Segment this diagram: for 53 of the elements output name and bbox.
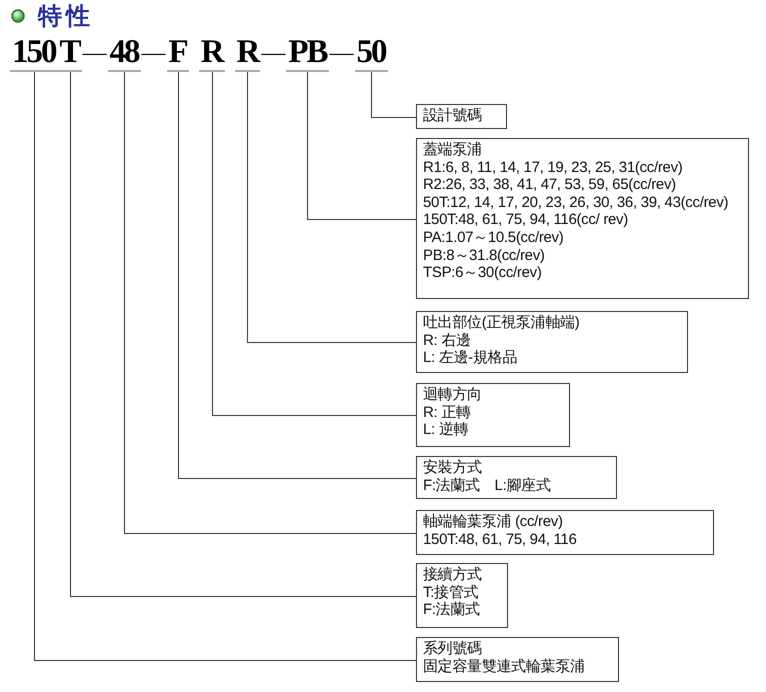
- box-heading: 軸端輪葉泵浦 (cc/rev): [423, 513, 563, 531]
- connector-line: [70, 72, 416, 597]
- spec-box: [416, 383, 570, 447]
- option-line: R: 正轉: [423, 404, 471, 422]
- option-line: F:法蘭式 L:腳座式: [423, 476, 551, 494]
- connector-line: [34, 72, 416, 661]
- option-line: R1:6, 8, 11, 14, 17, 19, 23, 25, 31(cc/rev): [423, 158, 682, 176]
- option-line: 固定容量雙連式輪葉泵浦: [423, 658, 585, 676]
- code-segment: R: [234, 36, 260, 72]
- option-line: R: 右邊: [423, 332, 471, 350]
- option-line: PA:1.07～10.5(cc/rev): [423, 228, 564, 247]
- spec-box: [416, 311, 688, 373]
- connector-line: [124, 72, 416, 534]
- box-heading: 系列號碼: [423, 640, 482, 658]
- box-heading: 設計號碼: [423, 107, 482, 125]
- title: 特性: [38, 3, 94, 31]
- connector-line: [371, 72, 416, 118]
- connector-line: [307, 72, 416, 220]
- option-line: PB:8～31.8(cc/rev): [423, 246, 545, 264]
- option-line: F:法蘭式: [423, 601, 480, 619]
- connector-line: [247, 72, 416, 343]
- option-line: 50T:12, 14, 17, 20, 23, 26, 30, 36, 39, 43(cc/rev): [423, 194, 728, 212]
- code-segment: R: [198, 36, 225, 72]
- code-segment: T: [58, 36, 82, 72]
- option-line: T:接管式: [423, 584, 478, 602]
- separator-dash: —: [82, 39, 108, 68]
- box-heading: 迴轉方向: [423, 386, 482, 404]
- connector-line: [178, 72, 416, 479]
- separator-dash: —: [328, 39, 355, 68]
- spec-box: [416, 510, 714, 555]
- box-heading: 吐出部位(正視泵浦軸端): [423, 314, 580, 332]
- spec-box: [416, 563, 508, 628]
- code-segment: PB: [286, 36, 329, 72]
- code-segment: 50: [354, 36, 388, 72]
- box-heading: 蓋端泵浦: [423, 141, 482, 159]
- option-line: L: 逆轉: [423, 421, 468, 439]
- spec-box: [416, 104, 507, 129]
- code-segment: 150: [10, 36, 58, 72]
- option-line: 150T:48, 61, 75, 94, 116(cc/ rev): [423, 211, 628, 229]
- option-line: 150T:48, 61, 75, 94, 116: [423, 530, 576, 548]
- separator-dash: —: [140, 39, 167, 68]
- separator-dash: —: [260, 39, 286, 68]
- option-line: L: 左邊-規格品: [423, 349, 517, 367]
- spec-box: [416, 637, 619, 682]
- spec-box: [416, 456, 617, 499]
- code-segment: F: [166, 36, 189, 72]
- connector-line: [212, 72, 416, 416]
- code-segment: 48: [108, 36, 141, 72]
- box-heading: 安裝方式: [423, 459, 482, 477]
- option-line: R2:26, 33, 38, 41, 47, 53, 59, 65(cc/rev): [423, 176, 676, 194]
- box-heading: 接續方式: [423, 566, 482, 584]
- spec-box: [416, 138, 749, 299]
- option-line: TSP:6～30(cc/rev): [423, 264, 542, 282]
